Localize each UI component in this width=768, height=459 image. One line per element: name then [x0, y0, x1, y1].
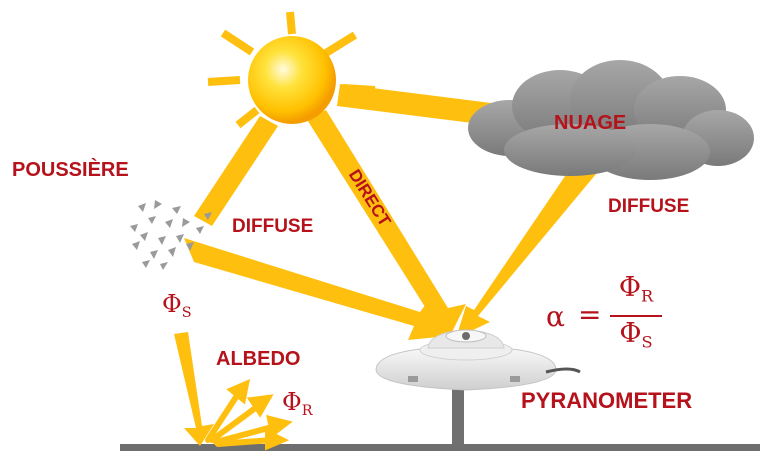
phi-r-phi: Φ: [282, 388, 302, 416]
beam-incoming-phi-s: [174, 332, 214, 446]
cloud-shape: [468, 60, 754, 180]
beam-dust-diffuse: [184, 238, 448, 340]
formula-alpha: α: [546, 300, 565, 333]
albedo-label: ALBEDO: [216, 348, 301, 370]
phi-s-symbol: ΦS: [162, 290, 192, 321]
dust-label: POUSSIÈRE: [12, 159, 129, 181]
formula-numerator: ΦR: [610, 272, 662, 317]
formula-den-subscript: S: [641, 332, 653, 352]
dust-particles: [130, 200, 212, 270]
pyranometer-label: PYRANOMETER: [521, 388, 693, 413]
diffuse-right-label: DIFFUSE: [608, 196, 690, 217]
formula-den-phi: Φ: [619, 317, 642, 349]
cloud-label: NUAGE: [554, 112, 627, 134]
phi-s-phi: Φ: [162, 290, 182, 318]
pyranometer-icon: [375, 329, 581, 391]
ground-line: [120, 444, 760, 451]
beam-sun-to-dust: [194, 116, 278, 226]
sun-icon: [248, 36, 336, 124]
radiation-beams: [174, 84, 596, 446]
formula-num-phi: Φ: [618, 272, 641, 303]
beam-cloud-diffuse: [456, 160, 596, 338]
phi-r-symbol: ΦR: [282, 388, 313, 419]
albedo-rays: [205, 378, 293, 451]
phi-s-subscript: S: [181, 305, 192, 322]
phi-r-subscript: R: [301, 403, 313, 420]
beam-sun-to-cloud: [337, 84, 515, 128]
beam-direct: [306, 110, 466, 336]
formula-denominator: ΦS: [610, 317, 662, 360]
diffuse-left-label: DIFFUSE: [232, 216, 314, 237]
formula-equals: =: [578, 298, 602, 331]
pyranometer-pole: [452, 385, 464, 445]
formula-num-subscript: R: [640, 286, 654, 306]
formula-fraction: ΦR ΦS: [610, 272, 662, 359]
